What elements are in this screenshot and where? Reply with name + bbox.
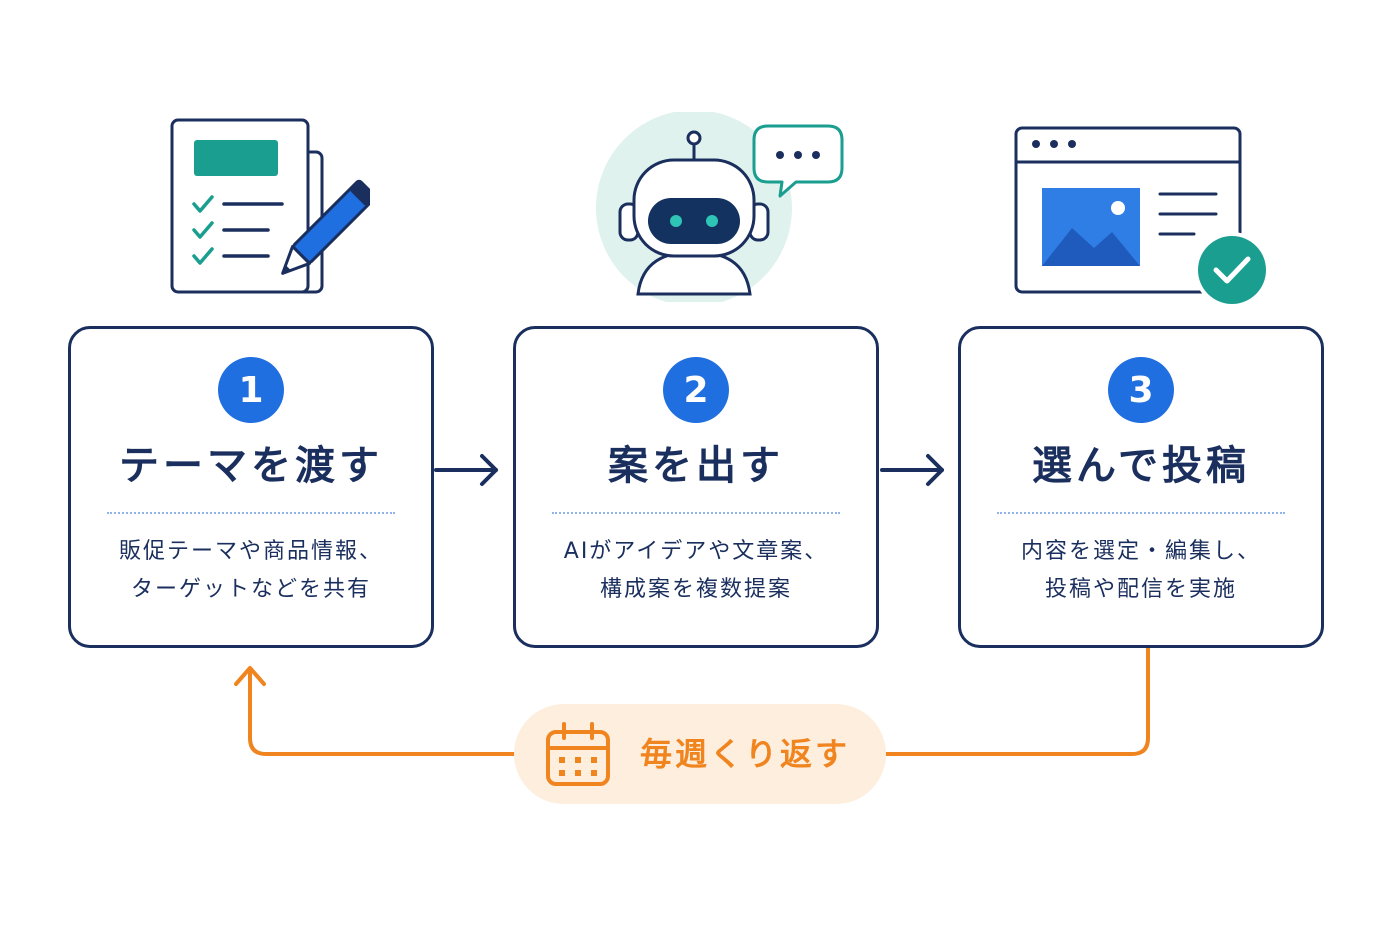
- speech-bubble-icon: [752, 124, 844, 198]
- step-description-line: 構成案を複数提案: [599, 577, 792, 602]
- step-description-line: ターゲットなどを共有: [130, 577, 371, 602]
- arrow-right-icon: [434, 454, 498, 486]
- arrow-right-icon: [880, 454, 944, 486]
- pen-icon: [281, 179, 370, 275]
- step-description-line: 販促テーマや商品情報、: [118, 539, 383, 564]
- document-checklist-icon: [170, 118, 370, 294]
- image-icon: [1042, 188, 1140, 266]
- step-description: 販促テーマや商品情報、 ターゲットなどを共有: [81, 533, 421, 609]
- step-title: 案を出す: [608, 443, 784, 489]
- step-description: 内容を選定・編集し、 投稿や配信を実施: [971, 533, 1311, 609]
- step-description-line: AIがアイデアや文章案、: [563, 539, 829, 564]
- step-number-badge: 1: [218, 357, 284, 423]
- loop-badge: 毎週くり返す: [514, 704, 886, 804]
- step-card-3: 3 選んで投稿 内容を選定・編集し、 投稿や配信を実施: [958, 326, 1324, 648]
- loop-label: 毎週くり返す: [640, 735, 851, 773]
- step-title: テーマを渡す: [119, 443, 383, 489]
- step-title: 選んで投稿: [1032, 443, 1250, 489]
- ai-robot-icon: [596, 112, 844, 302]
- calendar-icon: [546, 722, 610, 786]
- step-description-line: 投稿や配信を実施: [1044, 577, 1237, 602]
- step-number-badge: 2: [663, 357, 729, 423]
- check-badge-icon: [1194, 232, 1270, 308]
- step-card-1: 1 テーマを渡す 販促テーマや商品情報、 ターゲットなどを共有: [68, 326, 434, 648]
- webpage-published-icon: [1014, 126, 1270, 308]
- step-card-2: 2 案を出す AIがアイデアや文章案、 構成案を複数提案: [513, 326, 879, 648]
- step-description-line: 内容を選定・編集し、: [1020, 539, 1261, 564]
- loop-connector: [234, 646, 1150, 756]
- divider: [552, 512, 840, 514]
- step-description: AIがアイデアや文章案、 構成案を複数提案: [526, 533, 866, 609]
- step-number-badge: 3: [1108, 357, 1174, 423]
- divider: [107, 512, 395, 514]
- divider: [997, 512, 1285, 514]
